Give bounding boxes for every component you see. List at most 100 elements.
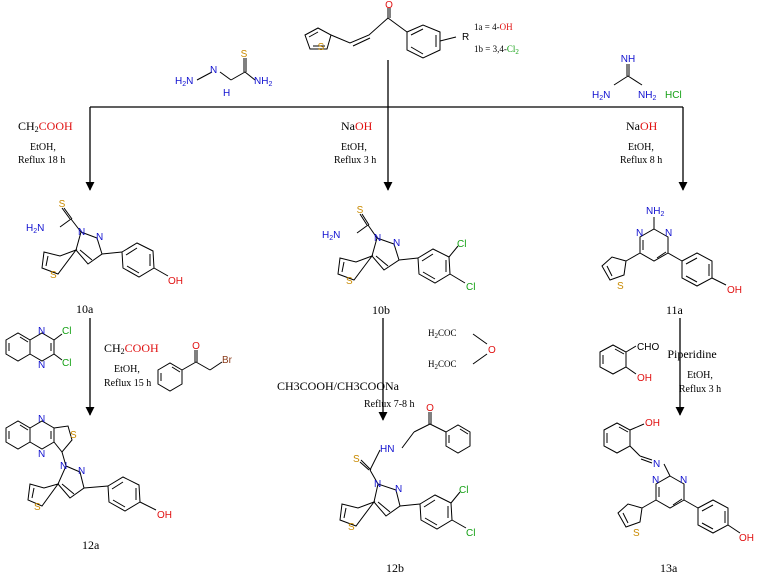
legend-1a: 1a = 4-OH [474,22,513,32]
anhydride-o: O [488,345,496,356]
atom-n: N [374,479,381,490]
label-12a: 12a [82,538,100,552]
imine-n: N [653,459,660,470]
cond-12b-mix: CH3COOH/CH3COONa [277,379,400,393]
atom-s: S [241,49,248,60]
atom-cl: Cl [466,282,475,293]
label-12b: 12b [386,561,404,575]
cond-left-solvent: EtOH, [30,142,56,153]
atom-o: O [192,341,200,352]
group-oh: OH [645,418,660,429]
anhydride-bottom: H2COC [428,359,457,371]
product-11a [601,217,727,287]
cond-middle-base: NaOH [341,119,373,133]
cond-13a-time: Reflux 3 h [679,384,721,395]
amide-hn: HN [380,444,394,455]
amide-h2n: H2N [322,230,340,242]
atom-cl: Cl [459,485,468,496]
atom-n: N [38,414,45,425]
group-oh: OH [157,510,172,521]
label-11a: 11a [666,303,684,317]
group-oh: OH [727,285,742,296]
atom-s: S [50,270,57,281]
atom-o: O [385,0,393,11]
atom-n: N [665,228,672,239]
cond-12b-time: Reflux 7-8 h [364,399,415,410]
atom-n: N [652,475,659,486]
atom-s: S [348,522,355,533]
acetic-anhydride [472,333,488,365]
amine-n: N [210,65,217,76]
amine-h2n: H2N [175,76,193,88]
cond-12a-solvent: EtOH, [114,364,140,375]
thiosemicarbazide [196,58,256,81]
atom-r: R [462,32,469,43]
atom-s: S [357,205,364,216]
amine-h: H [223,88,230,99]
atom-s: S [34,502,41,513]
reaction-arrows [85,60,688,421]
atom-cl: Cl [457,239,466,250]
imine-nh: NH [621,54,635,65]
atom-n: N [60,461,67,472]
cond-12a-time: Reflux 15 h [104,378,151,389]
guanidine-hydrochloride [613,64,643,86]
cond-middle-solvent: EtOH, [341,142,367,153]
cond-12a-acid: CH2COOH [104,341,159,356]
amide-h2n: H2N [26,223,44,235]
cond-left-time: Reflux 18 h [18,155,65,166]
atom-cl: Cl [62,326,71,337]
atom-n: N [636,228,643,239]
product-10a [41,207,169,278]
label-10b: 10b [372,303,390,317]
atom-o: O [426,403,434,414]
atom-cl: Cl [62,358,71,369]
legend-1b: 1b = 3,4-Cl2 [474,44,519,56]
product-10b [337,213,466,284]
amine-nh2: NH2 [254,76,272,88]
atom-n: N [78,466,85,477]
atom-n: N [395,484,402,495]
amine-nh2: NH2 [646,206,664,218]
guanidine-h2n: H2N [592,90,610,102]
phenacyl-bromide [157,350,223,392]
group-oh: OH [168,276,183,287]
anhydride-top: H2COC [428,328,457,340]
atom-n: N [78,227,85,238]
chalcone-starting-material [304,8,457,59]
cond-13a-solvent: EtOH, [687,370,713,381]
group-oh: OH [637,373,652,384]
product-12a [5,420,157,512]
cond-right-base: NaOH [626,119,658,133]
dichloroquinoxaline [5,332,63,362]
atom-cl: Cl [466,528,475,539]
atom-s: S [633,528,640,539]
hcl-label: HCl [665,90,682,101]
atom-n: N [38,326,45,337]
group-oh: OH [739,533,754,544]
label-13a: 13a [660,561,678,575]
atom-n: N [38,360,45,371]
cond-left-acid: CH2COOH [18,119,73,134]
atom-s: S [70,430,77,441]
atom-s: S [318,42,325,53]
atom-n: N [96,232,103,243]
atom-n: N [38,449,45,460]
cond-right-time: Reflux 8 h [620,155,662,166]
atom-n: N [374,233,381,244]
atom-s: S [59,199,66,210]
guanidine-nh2: NH2 [638,90,656,102]
cond-middle-time: Reflux 3 h [334,155,376,166]
group-cho: CHO [637,342,659,353]
atom-s: S [353,454,360,465]
product-13a [603,422,741,534]
atom-n: N [680,475,687,486]
atom-s: S [617,281,624,292]
salicylaldehyde [599,344,637,375]
label-10a: 10a [76,302,94,316]
cond-13a-base: Piperidine [667,347,716,361]
atom-n: N [393,238,400,249]
product-12b [339,412,471,530]
atom-br: Br [222,355,233,366]
